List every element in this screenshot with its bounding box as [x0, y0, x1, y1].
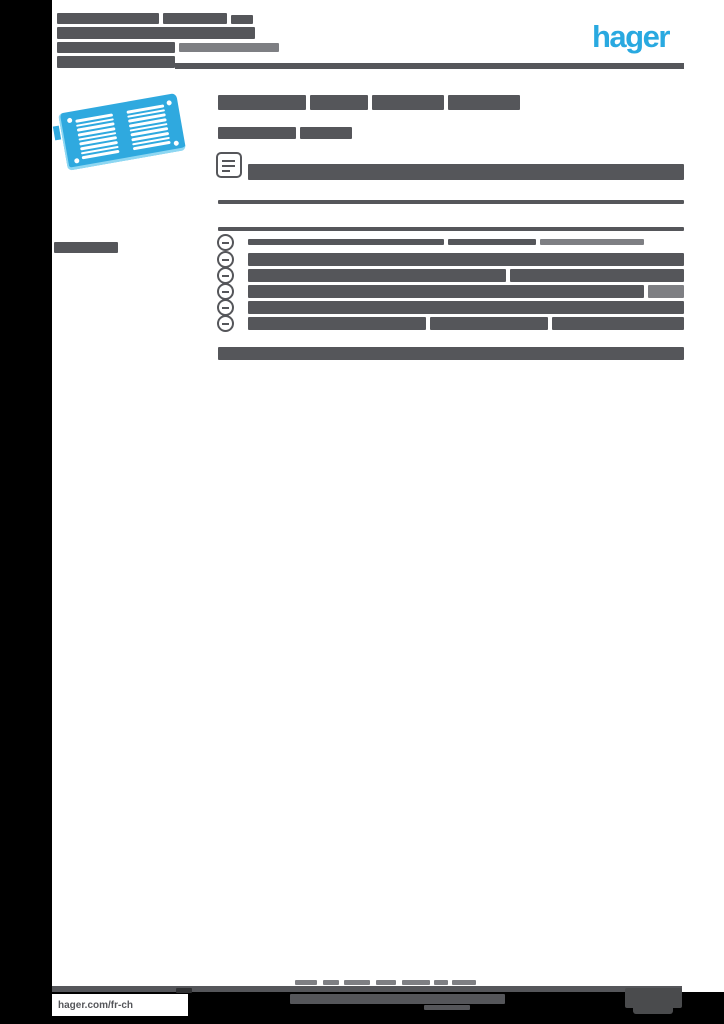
left-margin-label-bar: [54, 242, 118, 253]
hager-logo: hager: [592, 19, 670, 54]
website-box: hager.com/fr-ch: [52, 994, 188, 1016]
website-link[interactable]: hager.com/fr-ch: [58, 999, 134, 1011]
intro-text-bar: [248, 164, 684, 180]
footer-smallprint-dash: [295, 980, 317, 985]
footer-rule: [52, 986, 682, 992]
spec-icon-tick: [222, 290, 229, 293]
separator-rule: [218, 227, 684, 231]
feature-text-bar: [248, 285, 644, 298]
subtitle-bar: [300, 127, 352, 139]
footer-tick-bar: [176, 988, 192, 993]
spec-icon: [217, 299, 234, 316]
header-redacted-text-bar: [57, 42, 175, 53]
feature-text-bar: [648, 285, 684, 298]
page-title-bar: [448, 95, 520, 110]
page-title-bar: [218, 95, 306, 110]
spec-icon-tick: [222, 258, 229, 261]
footer-smallprint-dash: [344, 980, 370, 985]
header-redacted-text-bar: [179, 43, 279, 52]
subtitle-bar: [218, 127, 296, 139]
product-photo: [57, 93, 187, 171]
feature-text-bar: [448, 239, 536, 245]
footer-smallprint-dash: [376, 980, 396, 985]
header-redacted-text-bar: [231, 15, 253, 24]
spec-icon-tick: [222, 322, 229, 325]
document-icon-line: [222, 170, 230, 172]
spec-icon: [217, 283, 234, 300]
plate-corner-hole: [166, 99, 173, 106]
spec-icon-tick: [222, 306, 229, 309]
footer-smallprint-dash: [402, 980, 430, 985]
feature-text-bar: [248, 269, 506, 282]
feature-text-bar: [248, 301, 684, 314]
plate-corner-hole: [73, 157, 80, 164]
page-title-bar: [310, 95, 368, 110]
page-title-bar: [372, 95, 444, 110]
plate-corner-hole: [66, 117, 73, 124]
page-frame-left: [0, 0, 52, 1024]
plate-corner-hole: [173, 140, 180, 147]
footer-smallprint-bar: [424, 1005, 470, 1010]
header-rule: [175, 63, 684, 69]
feature-text-bar: [552, 317, 684, 330]
header-redacted-text-bar: [57, 56, 175, 68]
header-redacted-text-bar: [57, 27, 255, 39]
spec-icon: [217, 267, 234, 284]
header-redacted-text-bar: [163, 13, 227, 24]
feature-text-bar: [248, 253, 684, 266]
section-bottom-bar: [218, 347, 684, 360]
feature-text-bar: [430, 317, 548, 330]
footer-smallprint-dash: [434, 980, 448, 985]
document-icon-line: [222, 165, 235, 167]
feature-text-bar: [248, 317, 426, 330]
spec-icon: [217, 234, 234, 251]
document-icon: [216, 152, 242, 178]
separator-rule: [218, 200, 684, 204]
feature-text-bar: [510, 269, 684, 282]
header-redacted-text-bar: [57, 13, 159, 24]
spec-icon: [217, 315, 234, 332]
spec-icon: [217, 251, 234, 268]
feature-text-bar: [540, 239, 644, 245]
feature-text-bar: [248, 239, 444, 245]
footer-smallprint-dash: [323, 980, 339, 985]
footer-smallprint-bar: [290, 994, 505, 1004]
hager-logo-footer-tab: [633, 1007, 673, 1014]
hager-logo-footer: [625, 988, 682, 1014]
spec-icon-tick: [222, 241, 229, 244]
document-icon-line: [222, 160, 235, 162]
footer-smallprint-dash: [452, 980, 476, 985]
spec-icon-tick: [222, 274, 229, 277]
